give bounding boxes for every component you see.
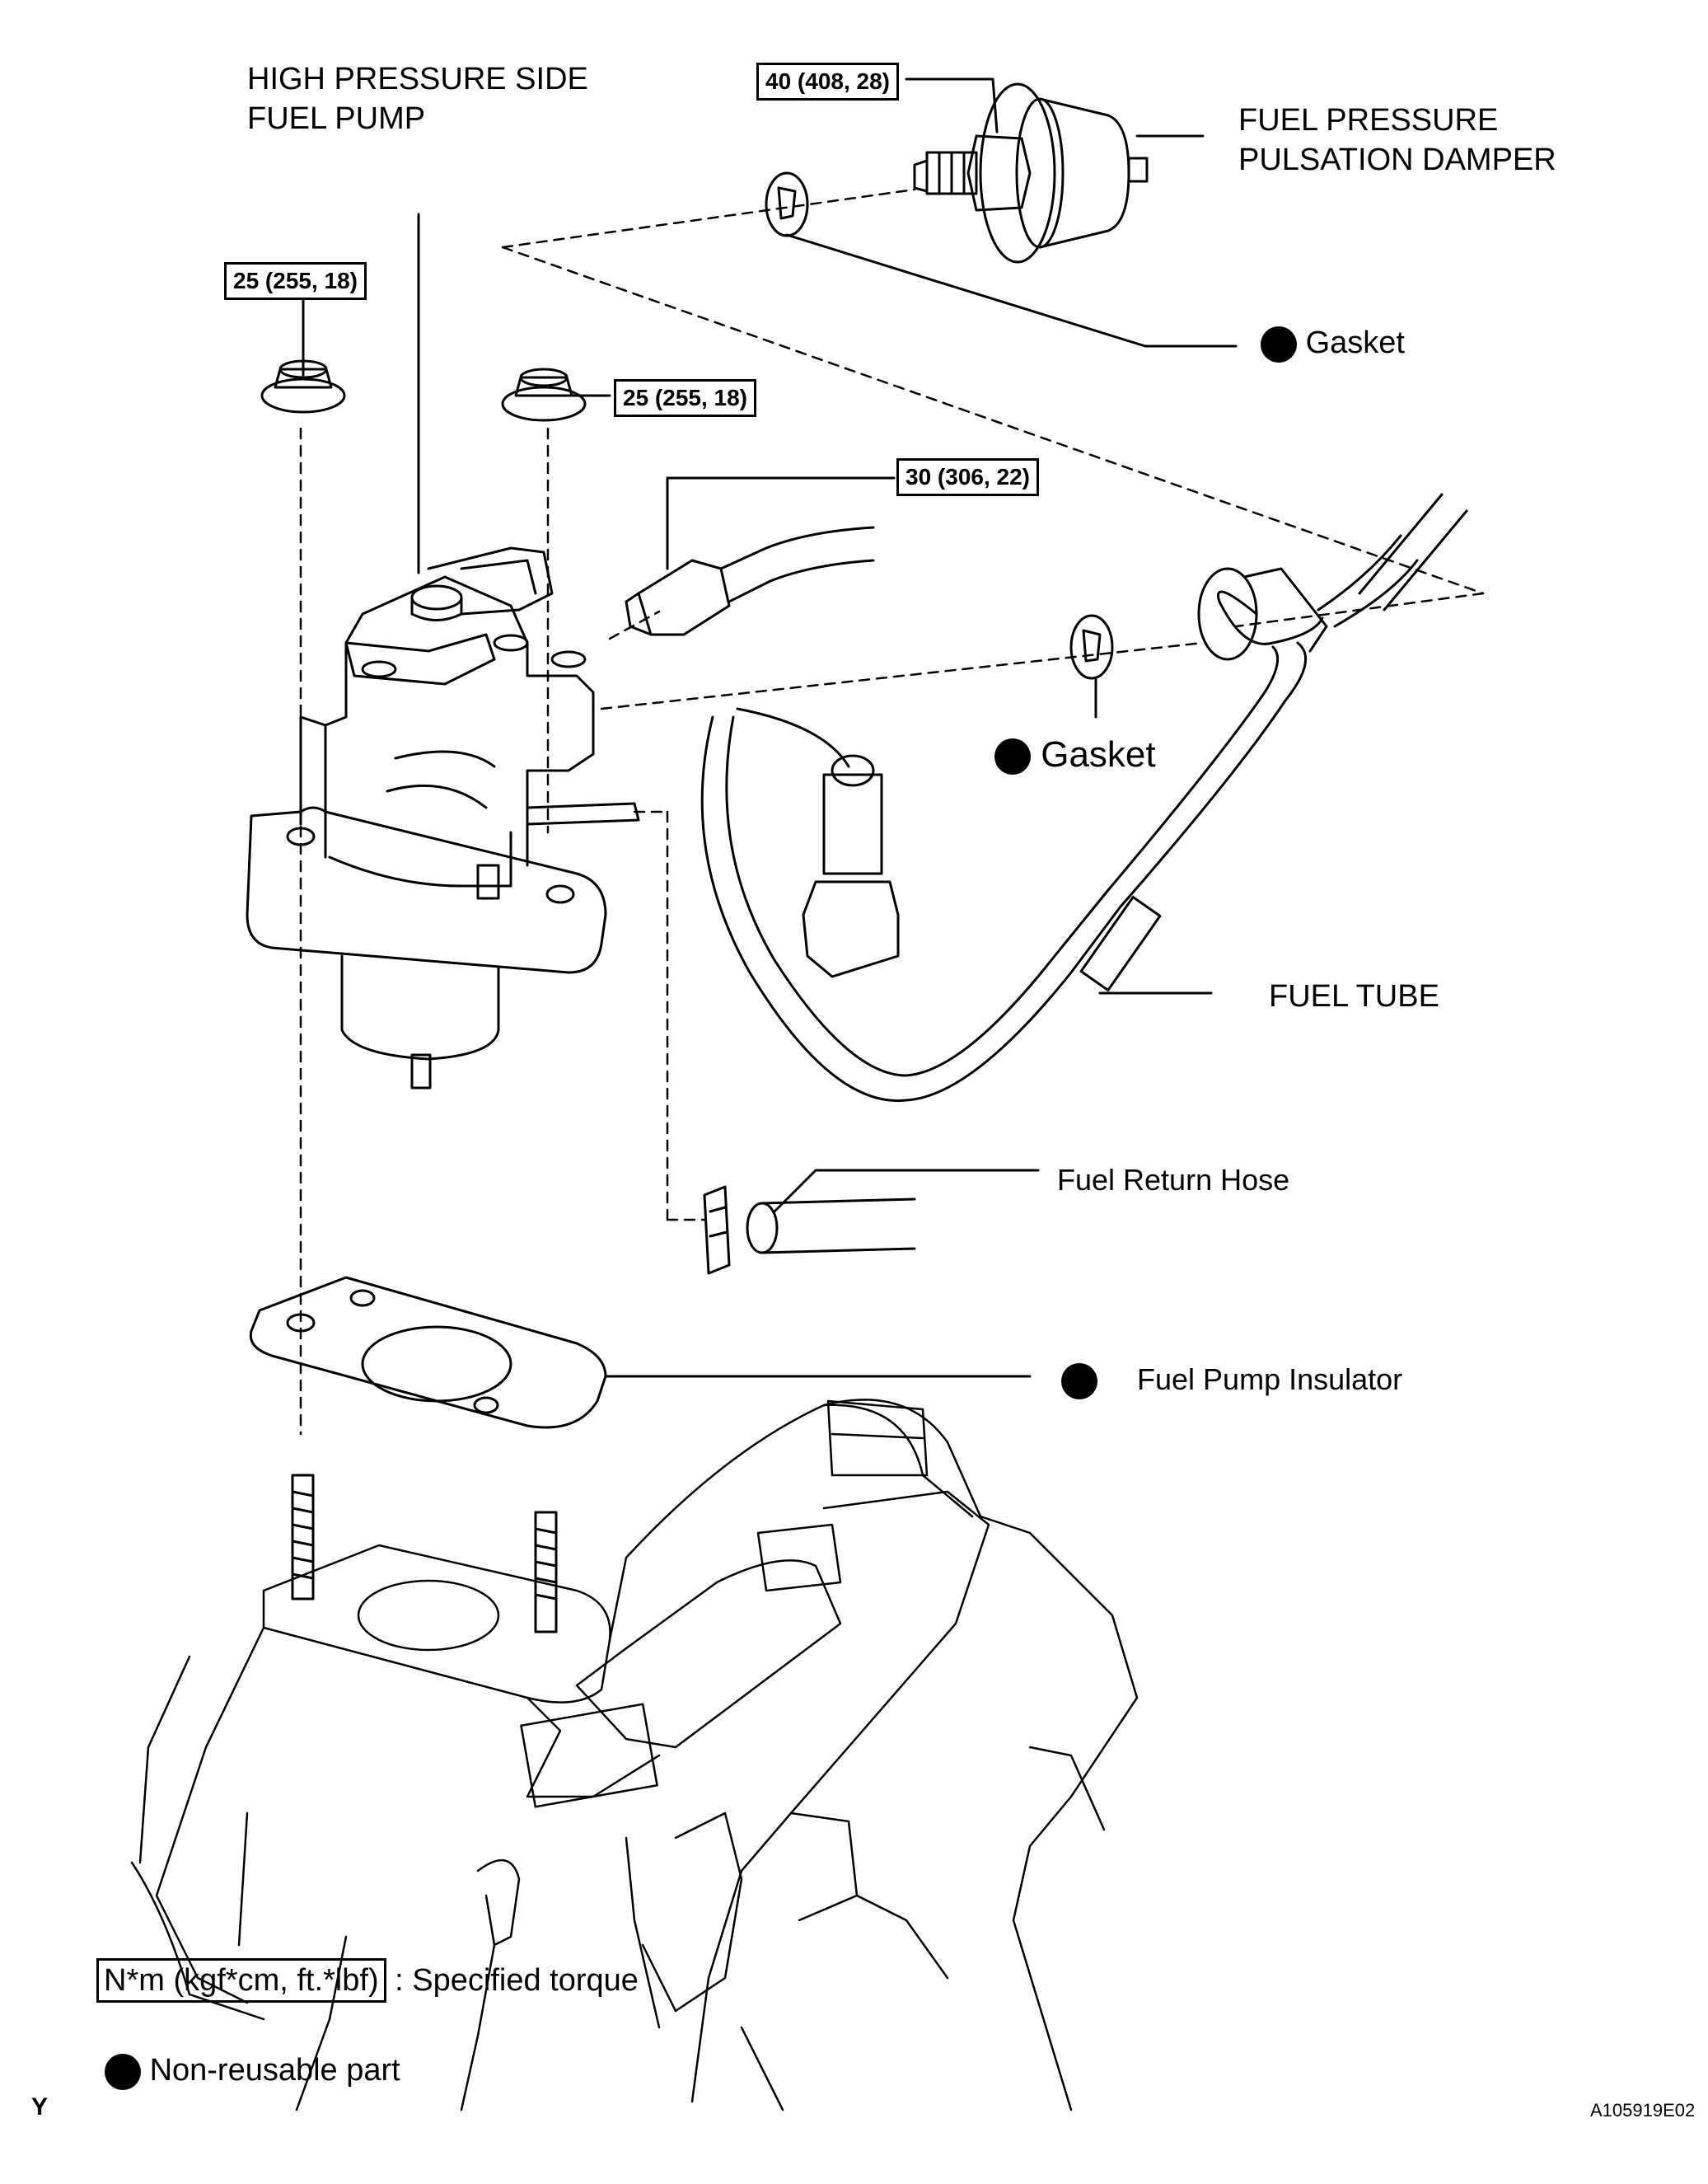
label-fuel-tube-text: FUEL TUBE (1269, 979, 1439, 1014)
label-gasket-mid: Gasket (994, 734, 1156, 776)
label-high-pressure-pump-line2: FUEL PUMP (247, 101, 426, 136)
torque-fuel-tube-union: 30 (306, 22) (896, 458, 1039, 496)
label-gasket-top: Gasket (1261, 323, 1405, 363)
fuel-return-hose-drawing (703, 1185, 916, 1275)
label-pulsation-damper: FUEL PRESSURE PULSATION DAMPER (1238, 101, 1556, 180)
pump-nut-right-drawing (501, 368, 587, 422)
legend-torque-text: : Specified torque (395, 1963, 639, 1998)
legend-non-reusable: Non-reusable part (105, 2050, 400, 2090)
label-high-pressure-pump-line1: HIGH PRESSURE SIDE (247, 62, 588, 96)
gasket-mid-drawing (1069, 614, 1114, 719)
alignment-lines (299, 188, 1485, 1436)
fuel-pump-insulator-drawing (249, 1276, 607, 1429)
non-reusable-icon (994, 738, 1031, 776)
torque-pump-nut-right: 25 (255, 18) (614, 379, 756, 417)
non-reusable-icon (1261, 326, 1297, 363)
non-reusable-icon (105, 2053, 141, 2090)
high-pressure-pump-drawing (246, 546, 640, 1090)
legend-non-reusable-text: Non-reusable part (149, 2053, 400, 2088)
label-high-pressure-pump: HIGH PRESSURE SIDE FUEL PUMP (247, 59, 588, 138)
label-gasket-mid-text: Gasket (1041, 734, 1156, 775)
legend-torque: N*m (kgf*cm, ft.*lbf) : Specified torque (96, 1958, 639, 2003)
label-gasket-top-text: Gasket (1305, 326, 1405, 360)
engine-head-drawing (130, 1399, 1139, 2111)
torque-damper: 40 (408, 28) (756, 63, 899, 101)
non-reusable-icon (1061, 1363, 1097, 1400)
leader-lines (302, 77, 1238, 1378)
label-fuel-return-hose: Fuel Return Hose (1057, 1160, 1289, 1200)
label-fuel-tube: FUEL TUBE (1269, 977, 1439, 1016)
pulsation-damper-drawing (913, 82, 1149, 264)
corner-mark: Y (31, 2093, 49, 2121)
label-pulsation-damper-line2: PULSATION DAMPER (1238, 143, 1556, 177)
fuel-tube-union-drawing (625, 526, 875, 636)
figure-id: A105919E02 (1590, 2100, 1696, 2121)
studs-drawing (291, 1474, 558, 1633)
fuel-tube-drawing (700, 493, 1468, 1103)
label-fuel-pump-insulator: Fuel Pump Insulator (1061, 1360, 1403, 1400)
label-fuel-return-hose-text: Fuel Return Hose (1057, 1163, 1290, 1197)
legend-torque-unit: N*m (kgf*cm, ft.*lbf) (96, 1958, 386, 2003)
label-fuel-pump-insulator-text: Fuel Pump Insulator (1137, 1362, 1403, 1396)
pump-nut-left-drawing (260, 359, 346, 414)
label-pulsation-damper-line1: FUEL PRESSURE (1238, 103, 1499, 138)
torque-pump-nut-left: 25 (255, 18) (224, 262, 367, 300)
